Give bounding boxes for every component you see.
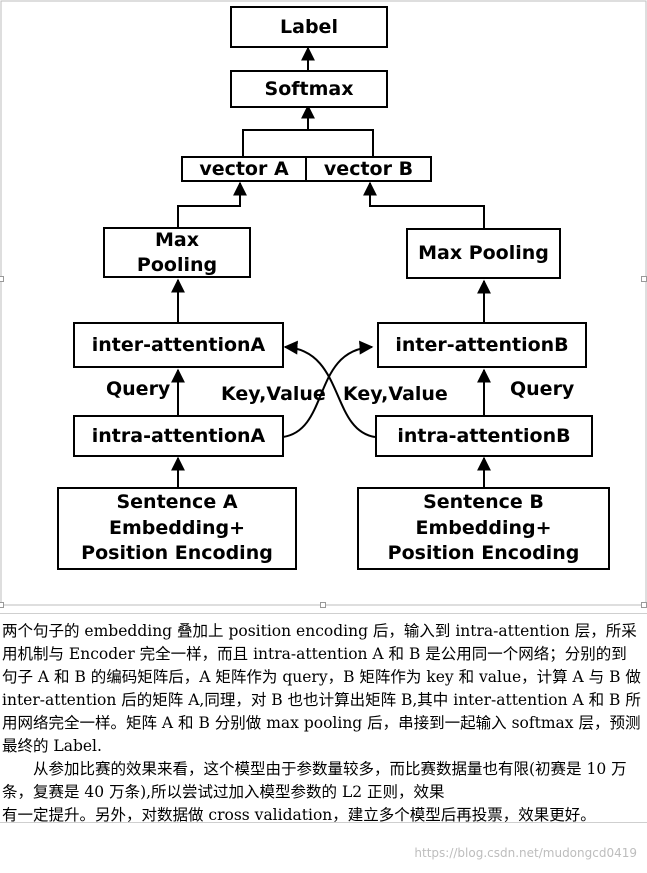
watermark: https://blog.csdn.net/mudongcd0419 xyxy=(414,846,637,860)
intra-attention-b-box: intra-attentionB xyxy=(375,415,593,457)
divider-page-break xyxy=(0,822,647,823)
resize-handle-bottom-left[interactable] xyxy=(0,602,4,608)
article-text: 两个句子的 embedding 叠加上 position encoding 后，… xyxy=(2,620,642,827)
softmax-box: Softmax xyxy=(230,70,388,108)
query-label-left: Query xyxy=(106,378,171,400)
paragraph-3: 有一定提升。另外，对数据做 cross validation，建立多个模型后再投… xyxy=(2,806,596,824)
sentence-a-box: Sentence A Embedding+ Position Encoding xyxy=(57,487,297,570)
vector-b-box: vector B xyxy=(305,156,432,182)
resize-handle-bottom-center[interactable] xyxy=(320,602,326,608)
inter-attention-a-box: inter-attentionA xyxy=(73,322,284,368)
key-value-label-left: Key,Value xyxy=(221,383,326,405)
label-box: Label xyxy=(230,6,388,48)
connector-vectors-to-softmax xyxy=(242,129,374,158)
sentence-b-box: Sentence B Embedding+ Position Encoding xyxy=(357,487,610,570)
arrow-intra-b-to-inter-a xyxy=(283,340,376,438)
model-architecture-diagram: Label Softmax vector A vector B Max Pool… xyxy=(0,0,647,608)
resize-handle-left[interactable] xyxy=(0,276,4,282)
max-pooling-a-box: Max Pooling xyxy=(103,227,251,278)
arrow-maxpool-b-to-vector xyxy=(363,181,485,229)
max-pooling-b-box: Max Pooling xyxy=(406,228,561,279)
arrow-maxpool-a-to-vector xyxy=(177,181,247,228)
query-label-right: Query xyxy=(510,378,575,400)
key-value-label-right: Key,Value xyxy=(343,383,448,405)
inter-attention-b-box: inter-attentionB xyxy=(377,322,587,368)
divider-top xyxy=(0,613,647,614)
paragraph-2: 从参加比赛的效果来看，这个模型由于参数量较多，而比赛数据量也有限(初赛是 10 … xyxy=(2,760,627,801)
arrow-intra-a-to-inter-b xyxy=(282,340,374,438)
intra-attention-a-box: intra-attentionA xyxy=(73,415,284,457)
paragraph-1: 两个句子的 embedding 叠加上 position encoding 后，… xyxy=(2,622,641,755)
resize-handle-right[interactable] xyxy=(641,276,647,282)
vector-a-box: vector A xyxy=(181,156,307,182)
resize-handle-bottom-right[interactable] xyxy=(641,602,647,608)
